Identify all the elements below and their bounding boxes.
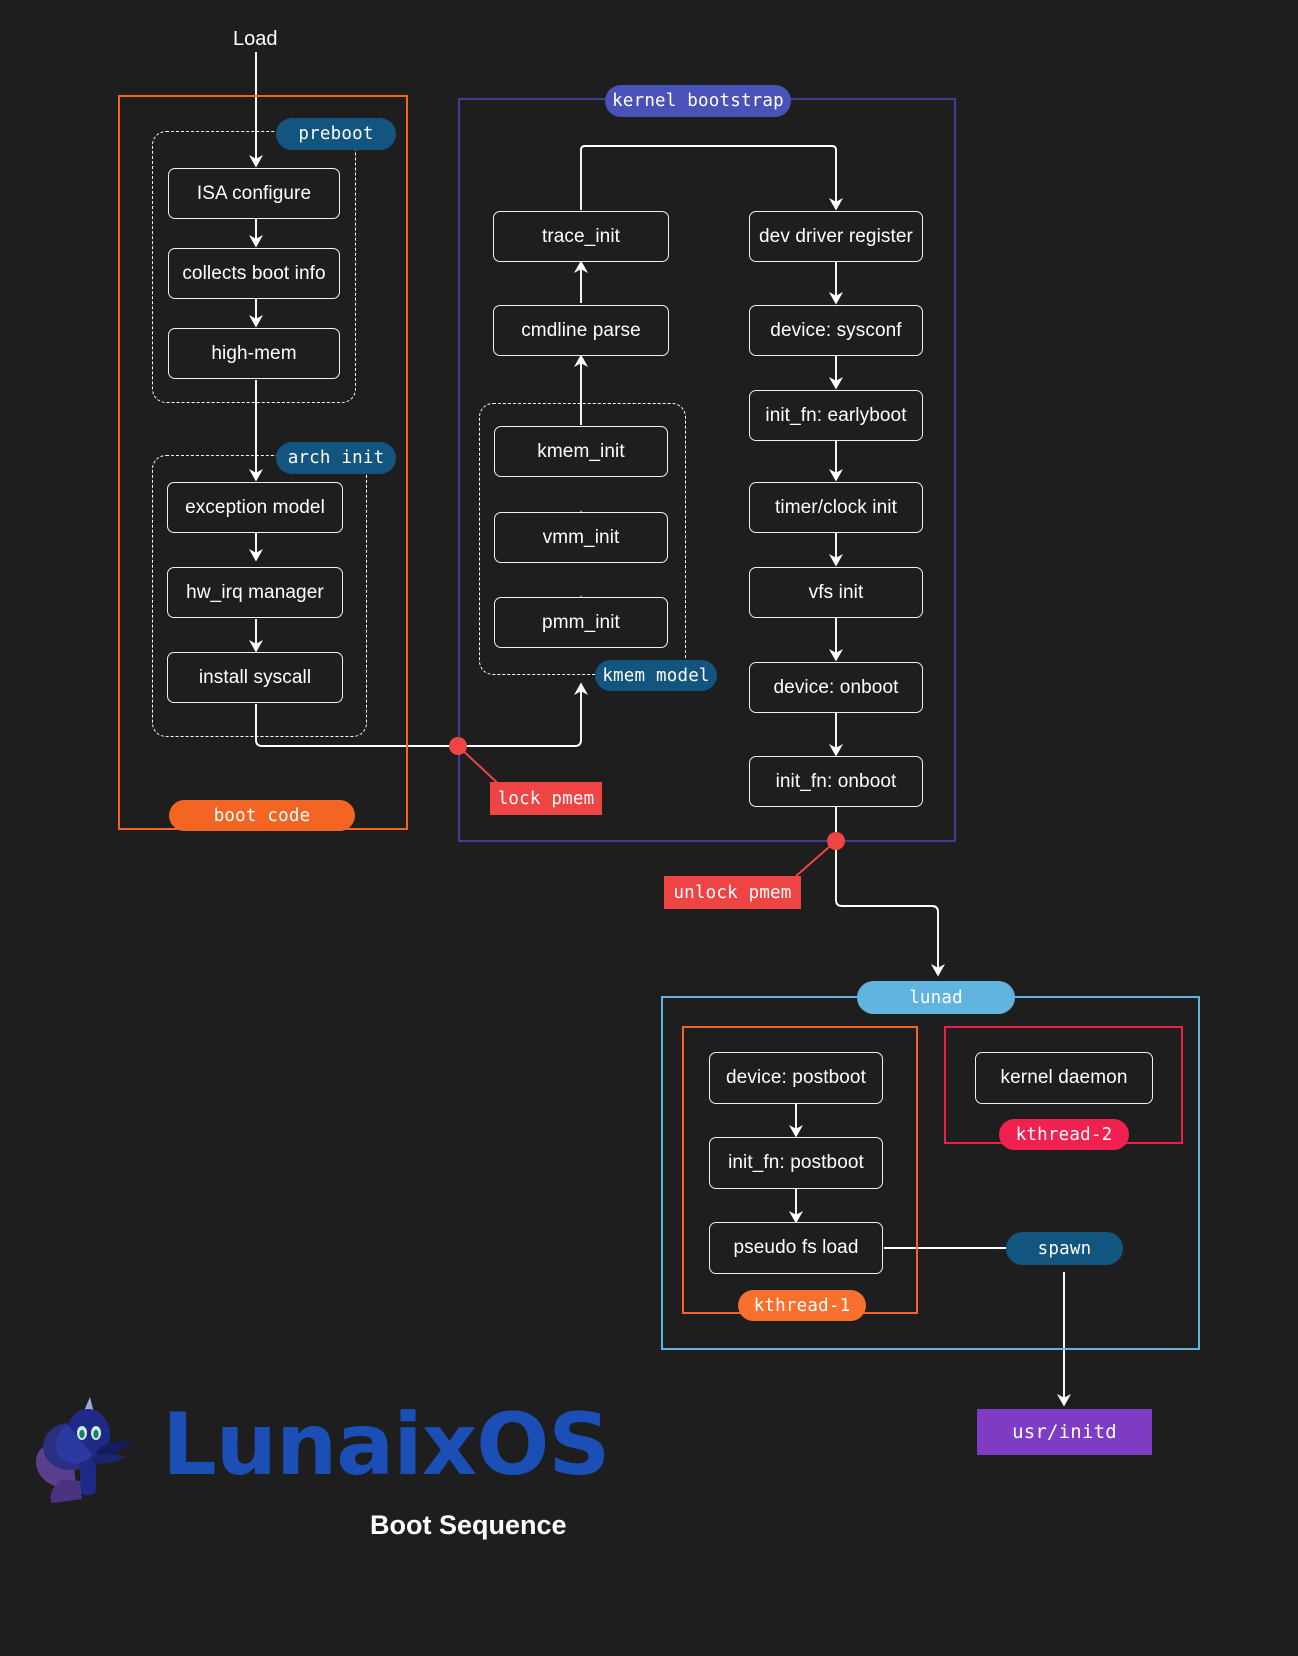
node-device-postboot[interactable]: device: postboot	[709, 1052, 883, 1104]
node-isa-configure[interactable]: ISA configure	[168, 168, 340, 219]
lunaix-logo: LunaixOS	[22, 1395, 610, 1505]
luna-mascot-icon	[36, 1397, 132, 1503]
cluster-label-arch-init: arch init	[276, 442, 396, 474]
cluster-kmem-model	[479, 403, 686, 675]
node-dev-driver-register[interactable]: dev driver register	[749, 211, 923, 262]
node-kernel-daemon[interactable]: kernel daemon	[975, 1052, 1153, 1104]
node-timer-clock-init[interactable]: timer/clock init	[749, 482, 923, 533]
node-vmm-init[interactable]: vmm_init	[494, 512, 668, 563]
cluster-label-kernel-bootstrap: kernel bootstrap	[605, 85, 791, 117]
node-exception-model[interactable]: exception model	[167, 482, 343, 533]
cluster-label-preboot: preboot	[276, 118, 396, 150]
node-trace-init[interactable]: trace_init	[493, 211, 669, 262]
node-init-fn-postboot[interactable]: init_fn: postboot	[709, 1137, 883, 1189]
brand-wordmark: LunaixOS	[162, 1395, 610, 1495]
cluster-arch-init	[152, 455, 367, 737]
diagram-title: Boot Sequence	[370, 1510, 567, 1540]
cluster-label-kthread-2: kthread-2	[999, 1119, 1129, 1150]
node-collects-boot-info[interactable]: collects boot info	[168, 248, 340, 299]
annotation-unlock-pmem: unlock pmem	[664, 876, 801, 909]
node-vfs-init[interactable]: vfs init	[749, 567, 923, 618]
cluster-preboot	[152, 131, 356, 403]
node-cmdline-parse[interactable]: cmdline parse	[493, 305, 669, 356]
cluster-label-lunad: lunad	[857, 981, 1015, 1014]
node-usr-initd[interactable]: usr/initd	[977, 1409, 1152, 1455]
cluster-label-kmem-model: kmem model	[595, 660, 717, 691]
entry-label: Load	[233, 28, 278, 50]
cluster-label-boot-code: boot code	[169, 800, 355, 831]
lock-pmem-junction-dot	[449, 737, 467, 755]
node-init-fn-onboot[interactable]: init_fn: onboot	[749, 756, 923, 807]
cluster-label-kthread-1: kthread-1	[738, 1290, 866, 1321]
node-device-onboot[interactable]: device: onboot	[749, 662, 923, 713]
node-device-sysconf[interactable]: device: sysconf	[749, 305, 923, 356]
node-kmem-init[interactable]: kmem_init	[494, 426, 668, 477]
unlock-pmem-junction-dot	[827, 832, 845, 850]
annotation-spawn: spawn	[1006, 1232, 1123, 1265]
node-hw-irq-manager[interactable]: hw_irq manager	[167, 567, 343, 618]
node-install-syscall[interactable]: install syscall	[167, 652, 343, 703]
node-init-fn-earlyboot[interactable]: init_fn: earlyboot	[749, 390, 923, 441]
node-high-mem[interactable]: high-mem	[168, 328, 340, 379]
annotation-lock-pmem: lock pmem	[490, 782, 602, 815]
node-pmm-init[interactable]: pmm_init	[494, 597, 668, 648]
node-pseudo-fs-load[interactable]: pseudo fs load	[709, 1222, 883, 1274]
